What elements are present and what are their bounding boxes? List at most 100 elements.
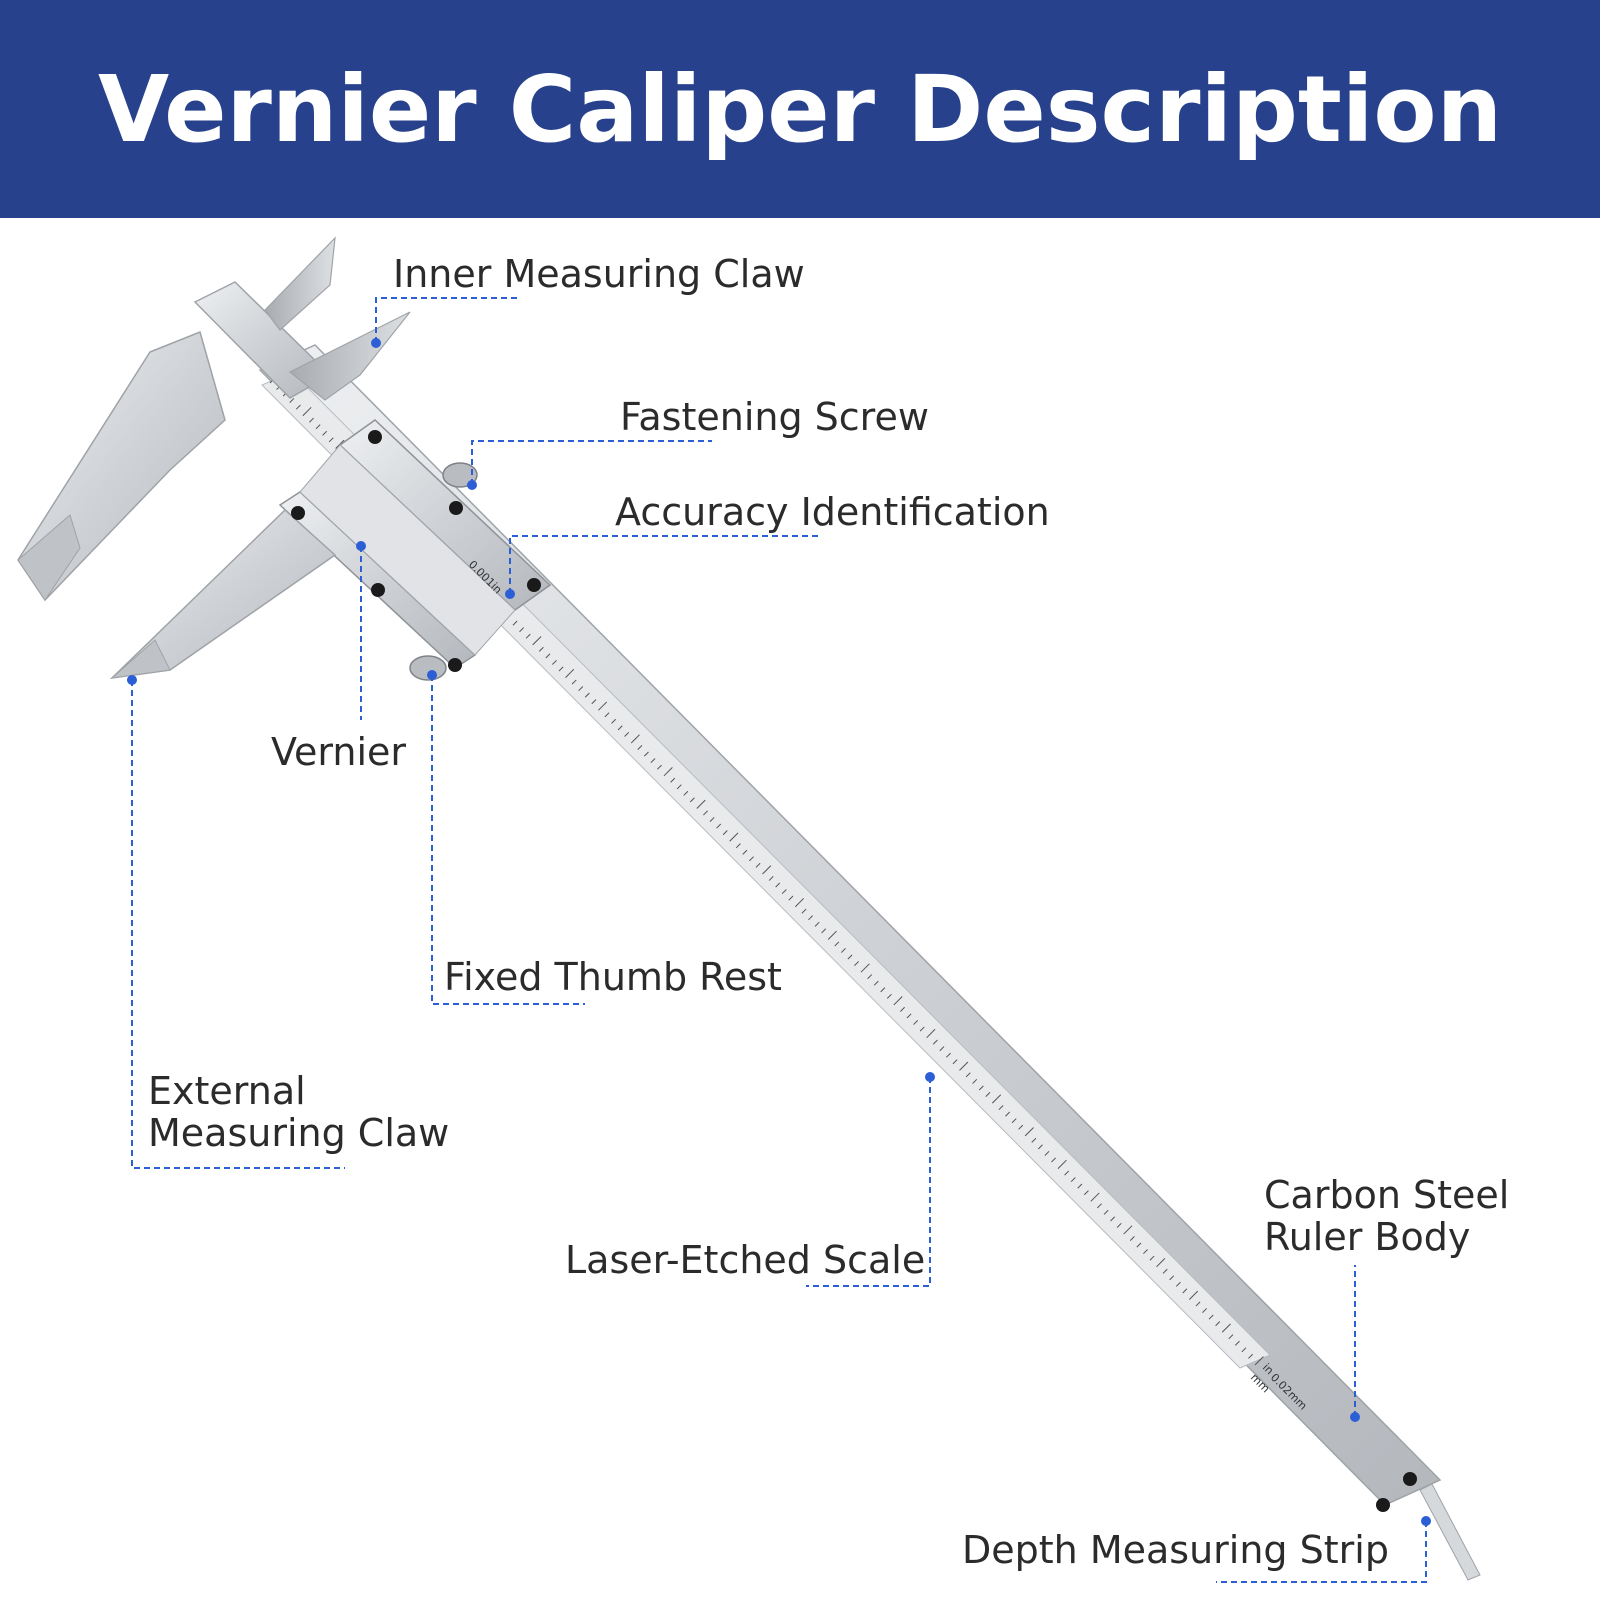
body-screw-1 [1403, 1472, 1417, 1486]
label-scale: Laser-Etched Scale [565, 1238, 925, 1282]
scale-tick [1011, 1118, 1017, 1124]
label-fastening-screw: Fastening Screw [620, 395, 929, 439]
scale-tick [302, 406, 312, 417]
scale-tick [591, 699, 597, 705]
scale-tick [1077, 1183, 1083, 1189]
scale-tick [867, 974, 873, 980]
scale-tick [1248, 1353, 1253, 1359]
scale-tick [328, 437, 334, 443]
scale-tick [893, 996, 903, 1006]
scale-tick [322, 430, 328, 436]
scale-tick [821, 928, 827, 934]
scale-tick [1116, 1222, 1122, 1228]
scale-tick [309, 417, 314, 423]
scale-tick [959, 1061, 969, 1071]
scale-tick [1097, 1203, 1102, 1209]
scale-tick [289, 398, 295, 403]
scale-tick [998, 1105, 1004, 1111]
scale-tick [1202, 1308, 1208, 1313]
scale-tick [637, 745, 643, 750]
scale-tick [801, 908, 807, 914]
scale-tick [1195, 1301, 1201, 1307]
scale-tick [1221, 1323, 1231, 1333]
scale-tick [716, 823, 722, 829]
scale-tick [880, 987, 886, 993]
scale-tick [1228, 1334, 1234, 1340]
scale-tick [1051, 1157, 1056, 1163]
scale-tick [630, 734, 640, 744]
scale-tick [565, 668, 575, 678]
scale-tick [840, 948, 846, 953]
scale-tick [1037, 1144, 1043, 1150]
scale-tick [1156, 1258, 1166, 1268]
scale-tick [913, 1020, 919, 1025]
scale-tick [617, 725, 623, 731]
scale-tick [1234, 1340, 1240, 1346]
scale-tick [584, 692, 590, 698]
title-banner: Vernier Caliper Description [0, 0, 1600, 218]
label-vernier: Vernier [271, 730, 406, 774]
scale-tick [578, 686, 584, 692]
scale-tick [1129, 1236, 1135, 1241]
scale-tick [906, 1013, 912, 1019]
scale-tick [1215, 1321, 1221, 1327]
scale-tick [643, 751, 649, 757]
scale-tick [1149, 1255, 1155, 1261]
scale-tick [794, 897, 805, 908]
page-title: Vernier Caliper Description [97, 55, 1503, 163]
scale-tick [1175, 1281, 1181, 1287]
scale-tick [926, 1028, 936, 1039]
fixed-jaw [17, 236, 336, 602]
label-inner-claw: Inner Measuring Claw [393, 252, 805, 296]
scale-tick [552, 659, 557, 665]
callout-scale: Laser-Etched Scale [565, 1072, 935, 1287]
scale-tick [597, 701, 608, 711]
scale-tick [1103, 1209, 1109, 1215]
scale-tick [775, 882, 781, 888]
scale-tick [525, 633, 531, 639]
scale-tick [991, 1094, 1002, 1104]
scale-tick [749, 856, 754, 862]
callout-external-claw: External Measuring Claw [127, 675, 449, 1169]
scale-tick [952, 1059, 958, 1065]
fastening-screw-knob [442, 462, 478, 488]
scale-tick [545, 653, 551, 659]
vernier-slider: 0.001in [109, 311, 552, 681]
scale-tick [1005, 1111, 1011, 1117]
scale-tick [1083, 1190, 1089, 1196]
scale-tick [1136, 1242, 1142, 1248]
callout-body: Carbon Steel Ruler Body [1264, 1173, 1509, 1422]
callout-depth-strip: Depth Measuring Strip [962, 1516, 1431, 1583]
label-depth-strip: Depth Measuring Strip [962, 1528, 1389, 1572]
scale-tick [689, 797, 695, 803]
label-thumb-rest: Fixed Thumb Rest [444, 955, 782, 999]
scale-tick [932, 1039, 938, 1045]
scale-tick [886, 993, 892, 999]
label-external-claw-line2: Measuring Claw [148, 1111, 449, 1155]
scale-tick [1254, 1356, 1264, 1366]
body-screw-2 [1376, 1498, 1390, 1512]
scale-tick [650, 758, 656, 764]
scale-tick [676, 784, 682, 790]
scale-tick [663, 767, 673, 777]
depth-strip-shape [1419, 1483, 1481, 1581]
scale-tick [1123, 1225, 1133, 1235]
label-accuracy: Accuracy Identification [615, 490, 1050, 534]
scale-tick [827, 930, 837, 940]
scale-tick [814, 921, 820, 927]
scale-tick [1169, 1275, 1175, 1281]
label-external-claw-line1: External [148, 1069, 306, 1113]
label-body-line2: Ruler Body [1264, 1215, 1470, 1259]
thumb-rest-knob [409, 655, 447, 681]
scale-tick [985, 1092, 991, 1097]
scale-tick [854, 961, 859, 967]
scale-tick [946, 1052, 951, 1058]
scale-tick [1044, 1150, 1050, 1156]
scale-tick [657, 764, 662, 770]
scale-tick [1090, 1192, 1100, 1202]
scale-tick [834, 941, 840, 947]
scale-tick [532, 636, 542, 646]
scale-tick [762, 865, 772, 875]
scale-tick [604, 712, 610, 718]
